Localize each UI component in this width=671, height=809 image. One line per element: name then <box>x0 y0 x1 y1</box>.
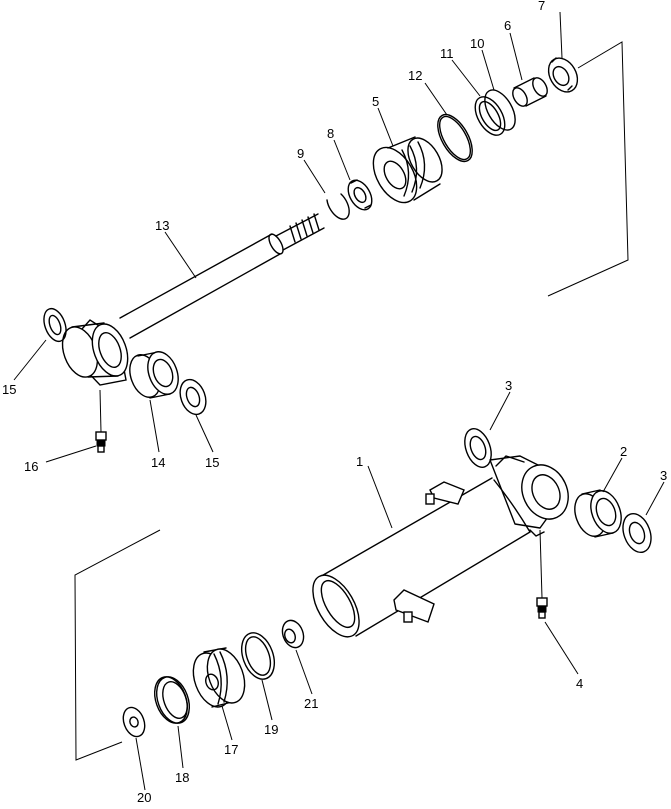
part-18-piston-seal <box>153 676 191 724</box>
part-3-seal-upper <box>464 428 492 468</box>
callout-15-left: 15 <box>2 382 16 397</box>
part-17-piston <box>192 647 246 708</box>
part-2-bushing <box>574 489 622 538</box>
callout-20: 20 <box>137 790 151 804</box>
callout-4: 4 <box>576 676 583 691</box>
callout-15-right: 15 <box>205 455 219 470</box>
callout-13: 13 <box>155 218 169 233</box>
part-15-seal-left <box>43 307 67 343</box>
callout-8: 8 <box>327 126 334 141</box>
part-12-o-ring <box>437 113 473 163</box>
part-6-bushing <box>512 77 548 107</box>
callout-9: 9 <box>297 146 304 161</box>
callout-1: 1 <box>356 454 363 469</box>
callout-3-right: 3 <box>660 468 667 483</box>
part-20-washer <box>122 706 146 738</box>
callout-11: 11 <box>440 46 454 61</box>
part-13-piston-rod <box>61 213 325 386</box>
callout-2: 2 <box>620 444 627 459</box>
callout-3-upper: 3 <box>505 378 512 393</box>
upper-assembly-bracket <box>547 41 629 297</box>
callout-21: 21 <box>304 696 318 711</box>
part-9-snap-ring <box>326 193 350 220</box>
callout-19: 19 <box>264 722 278 737</box>
part-4-grease-fitting <box>536 529 548 619</box>
part-14-bushing <box>129 351 179 399</box>
part-11-seal <box>474 96 506 136</box>
part-8-nut <box>347 179 373 211</box>
part-21-nut <box>281 619 305 649</box>
part-3-seal-right <box>622 512 652 554</box>
lower-assembly-bracket <box>74 529 161 761</box>
leader-lines <box>13 11 665 791</box>
callout-18: 18 <box>175 770 189 785</box>
callout-6: 6 <box>504 18 511 33</box>
part-10-snap-ring <box>484 89 516 131</box>
callout-12: 12 <box>408 68 422 83</box>
callout-14: 14 <box>151 455 165 470</box>
callout-17: 17 <box>224 742 238 757</box>
part-16-grease-fitting <box>95 389 107 453</box>
callout-5: 5 <box>372 94 379 109</box>
callout-10: 10 <box>470 36 484 51</box>
part-19-wear-ring <box>240 632 276 680</box>
part-1-cylinder-tube <box>312 455 569 638</box>
callout-7: 7 <box>538 0 545 13</box>
part-7-bearing <box>547 57 579 93</box>
callout-16: 16 <box>24 459 38 474</box>
part-15-seal-right <box>179 378 207 416</box>
part-5-gland <box>372 136 443 204</box>
